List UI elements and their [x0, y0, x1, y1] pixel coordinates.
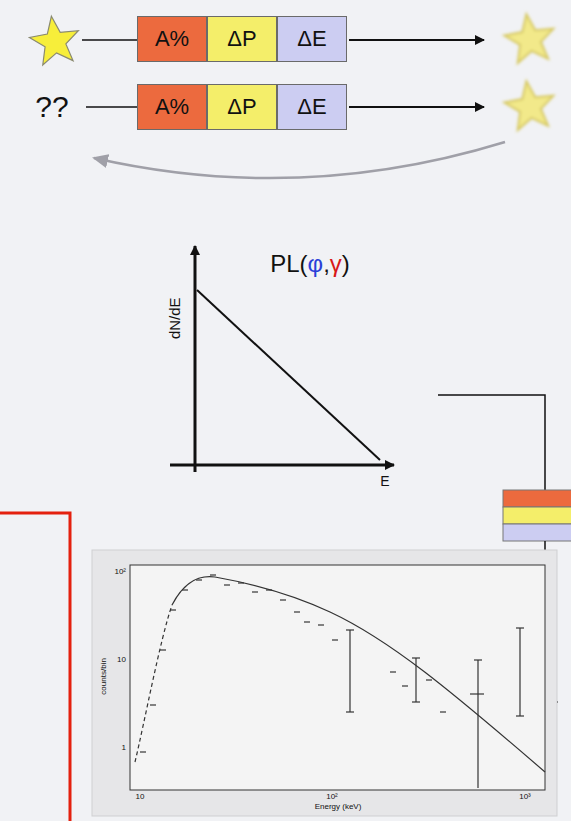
axis-title: counts/bin — [100, 658, 109, 694]
tick-label: 10 — [136, 793, 145, 802]
tick-label: 10 — [117, 656, 126, 665]
tick-label: 10² — [114, 568, 126, 577]
parameter-cell: A% — [137, 84, 207, 130]
wire — [438, 395, 545, 490]
axis-label: E — [380, 474, 389, 489]
y-axis — [194, 246, 197, 472]
parameter-cell: ΔE — [277, 16, 347, 62]
parameter-cell: ΔP — [207, 84, 277, 130]
parameter-cell: ΔP — [207, 16, 277, 62]
arrow — [349, 106, 484, 108]
cell-text: ΔE — [297, 26, 326, 52]
cell-text: A% — [155, 94, 189, 120]
tick-label: 1 — [122, 744, 126, 753]
axis-label: dN/dE — [167, 297, 184, 339]
parameter-cell: A% — [137, 16, 207, 62]
connector-line — [86, 106, 137, 108]
cell-text: ΔE — [297, 94, 326, 120]
spectrum-image — [92, 550, 557, 816]
axis-title: Energy (keV) — [315, 803, 362, 812]
power-law-line — [197, 290, 380, 460]
model-label: PL(φ,γ) — [270, 251, 350, 277]
data-points — [140, 575, 524, 788]
fit-curve — [135, 605, 172, 762]
cell-text: A% — [155, 26, 189, 52]
cell-text: ΔP — [227, 26, 256, 52]
parameter-cell: ΔE — [277, 84, 347, 130]
star-source — [27, 13, 82, 66]
strip-band — [503, 490, 571, 507]
blurred-star — [502, 78, 557, 131]
tick-label: 10² — [326, 793, 338, 802]
blurred-star — [502, 11, 557, 64]
tick-label: 10³ — [519, 793, 531, 802]
plot-frame — [130, 565, 545, 790]
x-axis — [170, 464, 394, 467]
fit-curve — [172, 577, 545, 772]
strip-band — [503, 524, 571, 541]
strip-band — [503, 507, 571, 524]
highlight-frame — [0, 513, 70, 821]
arrow — [349, 39, 484, 41]
feedback-arrow — [94, 142, 505, 178]
connector-line — [82, 39, 137, 41]
cell-text: ΔP — [227, 94, 256, 120]
unknown-source: ?? — [35, 90, 68, 123]
